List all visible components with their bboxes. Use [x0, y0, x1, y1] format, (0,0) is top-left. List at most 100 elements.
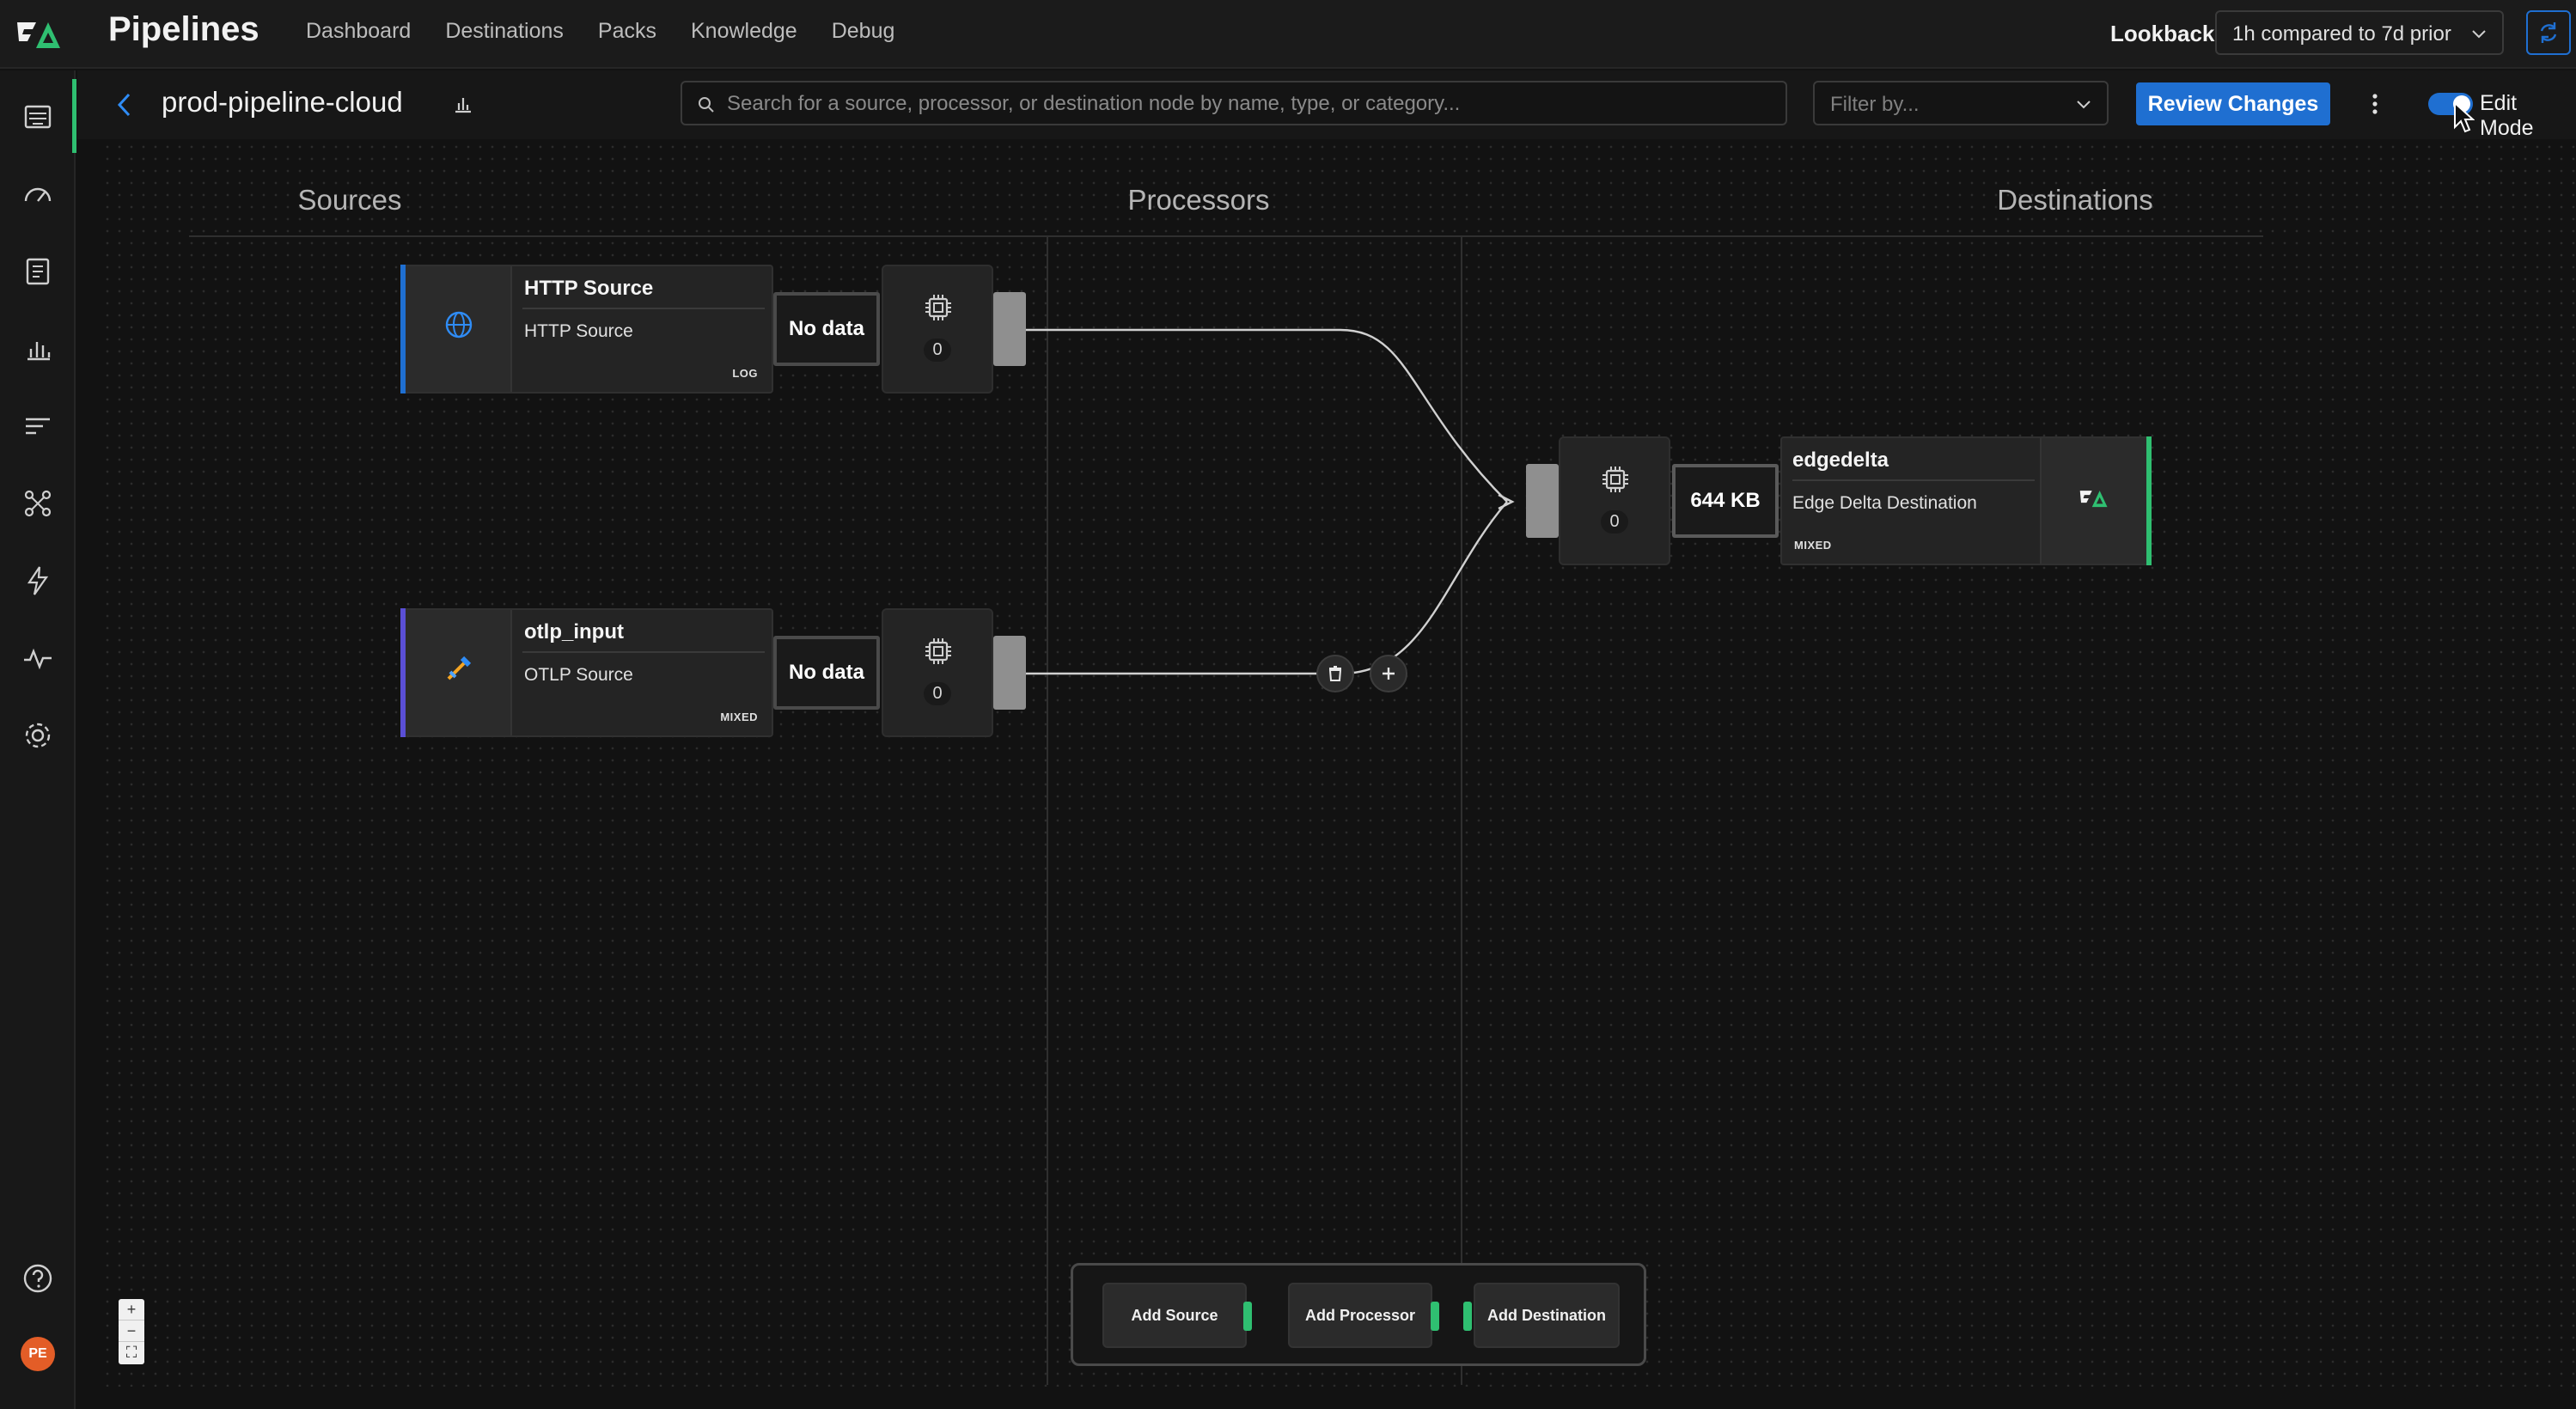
help-icon[interactable] — [21, 1261, 55, 1296]
rail-active-indicator — [72, 79, 76, 153]
refresh-button[interactable] — [2526, 10, 2571, 55]
column-header-processors: Processors — [1127, 184, 1270, 216]
processor-count: 0 — [1560, 510, 1669, 534]
nav-destinations[interactable]: Destinations — [445, 19, 564, 43]
edgedelta-logo-icon[interactable] — [14, 15, 62, 53]
lookback-select[interactable]: 1h compared to 7d prior — [2215, 10, 2504, 55]
gear-icon[interactable] — [21, 718, 55, 753]
graph-icon[interactable] — [21, 486, 55, 521]
processor-count-node[interactable]: 0 — [882, 608, 993, 737]
input-port[interactable] — [1526, 464, 1559, 538]
throughput-metric: 644 KB — [1672, 464, 1779, 538]
lookback-label: Lookback — [2110, 21, 2215, 46]
header-divider — [189, 235, 2263, 237]
node-type: Edge Delta Destination — [1792, 493, 1977, 513]
gauge-icon[interactable] — [21, 177, 55, 211]
main-nav: Dashboard Destinations Packs Knowledge D… — [306, 19, 894, 44]
node-type: HTTP Source — [524, 321, 633, 341]
chevron-down-icon — [2472, 30, 2486, 39]
add-processor-button[interactable]: Add Processor — [1288, 1283, 1432, 1348]
node-icon-cell — [406, 610, 512, 735]
activity-icon[interactable] — [21, 641, 55, 675]
throughput-metric: No data — [773, 292, 880, 366]
add-source-button[interactable]: Add Source — [1102, 1283, 1247, 1348]
add-destination-handle[interactable] — [1463, 1302, 1472, 1331]
source-node-otlp[interactable]: otlp_input OTLP Source MIXED — [400, 608, 773, 737]
add-source-handle[interactable] — [1243, 1302, 1252, 1331]
data-type-tag: LOG — [732, 367, 758, 380]
filter-lines-icon[interactable] — [21, 409, 55, 443]
filter-select[interactable]: Filter by... — [1813, 81, 2109, 125]
node-title: HTTP Source — [524, 277, 654, 300]
filter-placeholder: Filter by... — [1830, 93, 1920, 116]
globe-icon — [445, 311, 473, 339]
plus-icon — [1383, 668, 1395, 680]
review-changes-button[interactable]: Review Changes — [2136, 82, 2330, 125]
destination-node-edgedelta[interactable]: edgedelta Edge Delta Destination MIXED — [1780, 436, 2152, 565]
node-title: otlp_input — [524, 620, 624, 644]
node-accent — [2146, 436, 2152, 565]
column-divider — [1047, 237, 1048, 1385]
add-edge-node-button[interactable] — [1370, 655, 1407, 692]
node-icon-cell — [406, 266, 512, 392]
lookback-value: 1h compared to 7d prior — [2232, 22, 2451, 46]
trash-icon — [1328, 666, 1342, 681]
processor-count-node[interactable]: 0 — [882, 265, 993, 393]
node-accent — [400, 608, 406, 737]
back-arrow-icon[interactable] — [112, 89, 137, 120]
node-divider — [522, 308, 765, 309]
processor-count: 0 — [883, 339, 992, 362]
processor-chip-icon — [925, 295, 951, 320]
nav-debug[interactable]: Debug — [831, 19, 895, 43]
source-node-http[interactable]: HTTP Source HTTP Source LOG — [400, 265, 773, 393]
add-destination-button[interactable]: Add Destination — [1474, 1283, 1620, 1348]
output-port[interactable] — [993, 292, 1026, 366]
output-port[interactable] — [993, 636, 1026, 710]
node-icon-cell — [2040, 438, 2146, 564]
node-divider — [1792, 479, 2035, 481]
add-processor-handle[interactable] — [1431, 1302, 1439, 1331]
node-accent — [400, 265, 406, 393]
search-icon — [699, 97, 714, 113]
fit-view-button[interactable]: ⛶ — [125, 1344, 137, 1361]
edit-mode-toggle[interactable] — [2428, 93, 2473, 115]
zoom-out-button[interactable]: − — [119, 1321, 144, 1342]
metrics-icon[interactable] — [21, 332, 55, 366]
edit-mode-label: Edit Mode — [2480, 91, 2534, 140]
edgedelta-logo-icon — [2079, 491, 2108, 508]
throughput-metric: No data — [773, 636, 880, 710]
data-type-tag: MIXED — [720, 711, 758, 723]
logs-icon[interactable] — [21, 254, 55, 289]
nav-packs[interactable]: Packs — [597, 19, 656, 43]
nav-knowledge[interactable]: Knowledge — [690, 19, 797, 43]
zoom-controls: + − ⛶ — [119, 1299, 144, 1364]
nav-dashboard[interactable]: Dashboard — [306, 19, 412, 43]
column-header-destinations: Destinations — [1997, 184, 2153, 216]
chevron-down-icon — [2077, 101, 2091, 109]
processor-count: 0 — [883, 682, 992, 705]
node-title: edgedelta — [1792, 448, 1889, 472]
user-avatar[interactable]: PE — [21, 1337, 55, 1371]
mouse-cursor-icon — [2454, 101, 2475, 133]
column-divider — [1461, 237, 1462, 1385]
refresh-icon — [2540, 22, 2557, 43]
telescope-icon — [447, 656, 472, 680]
more-options-icon[interactable] — [2365, 89, 2385, 119]
pipeline-name: prod-pipeline-cloud — [162, 86, 403, 118]
processor-chip-icon — [1602, 467, 1628, 492]
stats-icon[interactable] — [452, 93, 474, 115]
delete-edge-button[interactable] — [1316, 655, 1354, 692]
processor-count-node[interactable]: 0 — [1559, 436, 1670, 565]
node-search[interactable] — [681, 81, 1787, 125]
node-divider — [522, 651, 765, 653]
zoom-in-button[interactable]: + — [119, 1299, 144, 1321]
search-input[interactable] — [727, 89, 1758, 119]
data-type-tag: MIXED — [1794, 539, 1832, 552]
app-title: Pipelines — [108, 10, 259, 48]
node-type: OTLP Source — [524, 665, 633, 685]
add-node-panel: Add Source Add Processor Add Destination — [1071, 1263, 1646, 1366]
pipelines-icon[interactable] — [21, 100, 55, 134]
column-header-sources: Sources — [297, 184, 402, 216]
lightning-icon[interactable] — [21, 564, 55, 598]
processor-chip-icon — [925, 638, 951, 664]
